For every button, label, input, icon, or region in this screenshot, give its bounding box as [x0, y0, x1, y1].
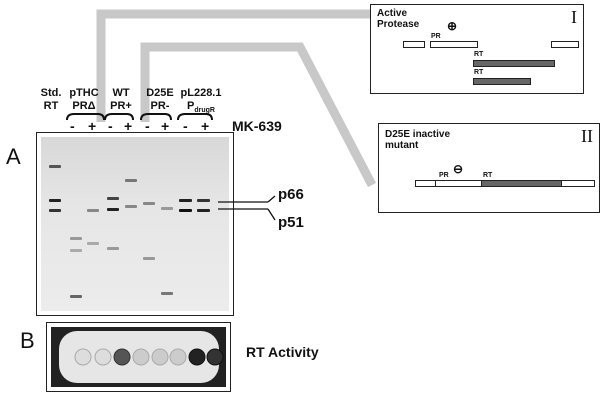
marker-p51: p51 [278, 214, 304, 231]
minus-circle-icon: ⊖ [453, 162, 464, 176]
gel-band [70, 249, 82, 252]
gel-band [143, 257, 155, 260]
lane-header-line2: PR- [150, 100, 170, 112]
sign-minus: - [183, 118, 188, 134]
lane-header-pl228: pL228.1 PdrugR [176, 87, 226, 117]
pr-segment [435, 180, 483, 187]
rt-segment [473, 78, 531, 85]
lane-header-line1: pTHC [69, 87, 99, 99]
pr-label: PR [439, 172, 449, 179]
gel-band [107, 197, 119, 200]
gel-band [49, 165, 61, 168]
gel-band [70, 237, 82, 240]
gel-lane [70, 137, 83, 311]
box-roman-numeral: II [581, 126, 593, 146]
box-title: Active Protease [377, 8, 419, 30]
plus-circle-icon: ⊕ [447, 19, 458, 33]
gel-band [49, 199, 61, 202]
rt-label: RT [474, 51, 484, 58]
polyprotein-segment [551, 41, 579, 48]
pr-segment [430, 41, 478, 48]
gel-band [179, 199, 192, 202]
gel-lane [143, 137, 156, 311]
rt-segment [473, 60, 555, 67]
gel-band [87, 209, 99, 212]
lane-header-line2: PR+ [110, 100, 132, 112]
gel-lane [197, 137, 210, 311]
gel-lane [125, 137, 138, 311]
gel-lane [179, 137, 192, 311]
box-title-line1: Active [377, 8, 408, 19]
gel-lane [107, 137, 120, 311]
gel-band [70, 295, 82, 298]
sign-plus: + [124, 118, 133, 134]
lane-header-wt: WT PR+ [104, 87, 138, 113]
gel-band [49, 209, 61, 212]
polyprotein-segment [403, 41, 425, 48]
lane-header-line2: PdrugR [176, 100, 226, 117]
gel-lane [49, 137, 62, 311]
lane-header-d25e: D25E PR- [140, 87, 180, 113]
sign-minus: - [70, 118, 75, 134]
sign-plus: + [88, 118, 97, 134]
marker-p66: p66 [278, 186, 304, 203]
gel-band [143, 202, 155, 205]
gel-band [107, 208, 119, 211]
panel-label-b: B [20, 328, 35, 353]
activity-wells [51, 327, 226, 387]
lane-header-line1: D25E [146, 87, 174, 99]
lane-header-p: P [187, 100, 195, 112]
diagram-box-d25e-mutant: II D25E inactive mutant ⊖ PR RT [378, 123, 600, 213]
rt-label: RT [474, 69, 484, 76]
gel-band [161, 207, 173, 210]
sign-minus: - [108, 118, 113, 134]
gel-background [41, 137, 229, 311]
box-title-line2: mutant [385, 140, 419, 151]
lane-header-pthc: pTHC PRΔ [64, 87, 104, 113]
gel-band [197, 209, 210, 212]
gel-band [179, 209, 192, 212]
gel-band [107, 247, 119, 250]
box-title: D25E inactive mutant [385, 129, 450, 151]
gel-lane [161, 137, 174, 311]
sign-plus: + [161, 118, 170, 134]
gel-band [161, 292, 173, 295]
polyprotein-segment [415, 180, 437, 187]
activity-assay-panel [46, 322, 231, 392]
panel-label-a: A [6, 144, 21, 169]
lane-header-line2: PRΔ [72, 100, 96, 112]
pr-label: PR [431, 33, 441, 40]
gel-band [125, 179, 137, 182]
sign-plus: + [201, 118, 210, 134]
box-roman-numeral: I [571, 7, 577, 27]
polyprotein-segment [561, 180, 595, 187]
rt-label: RT [483, 172, 493, 179]
lane-header-line1: Std. [40, 87, 62, 99]
box-title-line1: D25E inactive [385, 129, 451, 140]
lane-header-std-rt: Std. RT [34, 87, 68, 113]
rt-segment [481, 180, 563, 187]
diagram-box-active-protease: I Active Protease ⊕ PR RT RT [370, 4, 584, 94]
box-title-line2: Protease [377, 19, 420, 30]
gel-lane [87, 137, 100, 311]
rt-activity-label: RT Activity [246, 344, 319, 360]
gel-band [87, 242, 99, 245]
sign-minus: - [145, 118, 150, 134]
gel-band [125, 205, 137, 208]
lane-header-line1: WT [112, 87, 130, 99]
gel-image [36, 132, 234, 316]
lane-header-line2: RT [43, 100, 59, 112]
lane-header-sub: drugR [194, 107, 215, 115]
treatment-label: MK-639 [232, 118, 282, 134]
gel-band [197, 199, 210, 202]
lane-header-line1: pL228.1 [180, 87, 222, 99]
